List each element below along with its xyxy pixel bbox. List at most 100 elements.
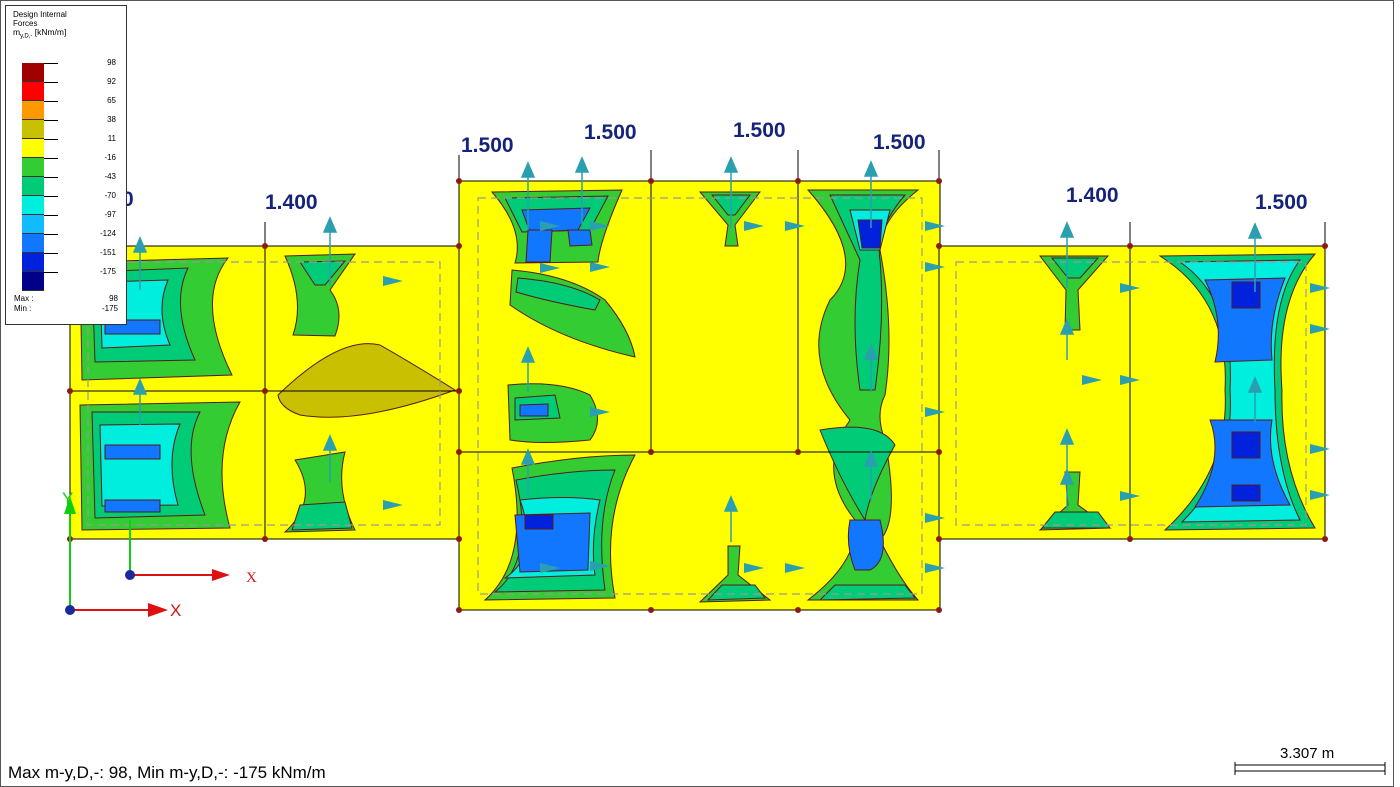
legend-value: 65: [107, 96, 116, 105]
up-arrow-icon: [520, 346, 536, 392]
legend-value: -43: [104, 172, 116, 181]
legend-swatch: [22, 272, 44, 291]
legend-row: 11: [22, 134, 118, 158]
right-arrow-icon: [925, 407, 945, 417]
legend-quantity: my,D,- [kNm/m]: [13, 28, 113, 41]
legend-tick: [44, 120, 58, 121]
legend-tick: [44, 253, 58, 254]
legend-row: 38: [22, 115, 118, 139]
legend-row: -70: [22, 191, 118, 215]
legend-title-line2: Forces: [13, 18, 38, 28]
legend-row: -175: [22, 267, 118, 291]
right-arrow-icon: [540, 221, 560, 231]
legend-title: Design Internal Forces my,D,- [kNm/m]: [13, 10, 113, 41]
right-arrow-icon: [383, 500, 403, 510]
up-arrow-icon: [723, 156, 739, 228]
legend-swatch: [22, 177, 44, 196]
up-arrow-icon: [1247, 376, 1263, 422]
right-arrow-icon: [1120, 283, 1140, 293]
right-arrow-icon: [1082, 375, 1102, 385]
up-arrow-icon: [1059, 468, 1075, 510]
legend-swatch: [22, 158, 44, 177]
up-arrow-icon: [322, 434, 338, 482]
right-arrow-icon: [540, 263, 560, 273]
legend-value: -175: [99, 267, 116, 276]
dimension-label-7: 1.400: [1066, 184, 1119, 207]
up-arrow-icon: [132, 378, 148, 425]
scale-bar-label: 3.307 m: [1280, 745, 1335, 762]
legend-tick: [44, 63, 58, 64]
legend-value: -124: [99, 229, 116, 238]
legend-quantity-symbol: m: [13, 27, 21, 37]
legend-swatch: [22, 101, 44, 120]
legend-value: -70: [104, 191, 116, 200]
dimension-labels: 0 1.400 1.500 1.500 1.500 1.500 1.400 1.…: [122, 119, 1308, 214]
legend-max-label: Max :: [14, 294, 34, 303]
right-arrow-icon: [383, 276, 403, 286]
right-arrow-icon: [1310, 283, 1330, 293]
legend-row: -16: [22, 153, 118, 177]
up-arrow-icon: [863, 160, 879, 228]
right-arrow-icon: [590, 407, 610, 417]
legend-min-value: -175: [101, 304, 118, 313]
legend-panel: Design Internal Forces my,D,- [kNm/m] 98…: [5, 5, 127, 325]
up-arrow-icon: [1059, 318, 1075, 360]
legend-value: -97: [104, 210, 116, 219]
legend-swatch: [22, 215, 44, 234]
legend-quantity-subscript: y,D,-: [20, 33, 33, 40]
right-arrow-icon: [1120, 491, 1140, 501]
legend-value: -16: [104, 153, 116, 162]
legend-min-label: Min :: [14, 304, 32, 313]
up-arrow-icon: [723, 495, 739, 542]
contour-olive: [277, 343, 457, 418]
right-arrow-icon: [785, 221, 805, 231]
legend-tick: [44, 139, 58, 140]
right-arrow-icon: [925, 221, 945, 231]
right-arrow-icon: [1310, 444, 1330, 454]
legend-value: 92: [107, 77, 116, 86]
legend-unit: [kNm/m]: [34, 27, 67, 37]
dimension-label-1: 0: [122, 188, 134, 211]
up-arrow-icon: [1059, 221, 1075, 288]
contour-r1-top: [1038, 255, 1110, 331]
right-arrow-icon: [1310, 490, 1330, 500]
legend-max-value: 98: [109, 294, 118, 303]
right-arrow-icon: [1310, 324, 1330, 334]
up-arrow-icon: [863, 343, 879, 392]
slab-areas: [69, 180, 1326, 611]
up-arrow-icon: [574, 156, 590, 228]
legend-tick: [44, 215, 58, 216]
right-arrow-icon: [925, 563, 945, 573]
legend-swatch: [22, 234, 44, 253]
direction-arrows-vertical: [132, 156, 1263, 542]
legend-swatch: [22, 120, 44, 139]
status-text: Max m-y,D,-: 98, Min m-y,D,-: -175 kNm/m: [8, 763, 326, 782]
legend-tick: [44, 101, 58, 102]
legend-tick: [44, 196, 58, 197]
right-arrow-icon: [785, 563, 805, 573]
right-arrow-icon: [925, 262, 945, 272]
legend-tick: [44, 158, 58, 159]
legend-tick: [44, 82, 58, 83]
legend-swatch: [22, 139, 44, 158]
right-arrow-icon: [744, 221, 764, 231]
right-arrow-icon: [590, 221, 610, 231]
legend-swatch: [22, 253, 44, 272]
up-arrow-icon: [1247, 222, 1263, 292]
right-arrow-icon: [744, 563, 764, 573]
right-arrow-icon: [590, 262, 610, 272]
right-arrow-icon: [1120, 375, 1140, 385]
axis-y-label: Y: [62, 489, 73, 508]
direction-arrows-horizontal: [383, 221, 1330, 573]
legend-swatch: [22, 82, 44, 101]
legend-tick: [44, 234, 58, 235]
legend-row: 65: [22, 96, 118, 120]
axis-x-label-local: X: [246, 570, 257, 586]
axis-indicator-global: X Y: [62, 489, 181, 620]
dimension-label-8: 1.500: [1255, 191, 1308, 214]
dimension-label-6: 1.500: [873, 131, 926, 154]
up-arrow-icon: [322, 216, 338, 285]
legend-row: 98: [22, 58, 118, 82]
right-arrow-icon: [590, 561, 610, 571]
